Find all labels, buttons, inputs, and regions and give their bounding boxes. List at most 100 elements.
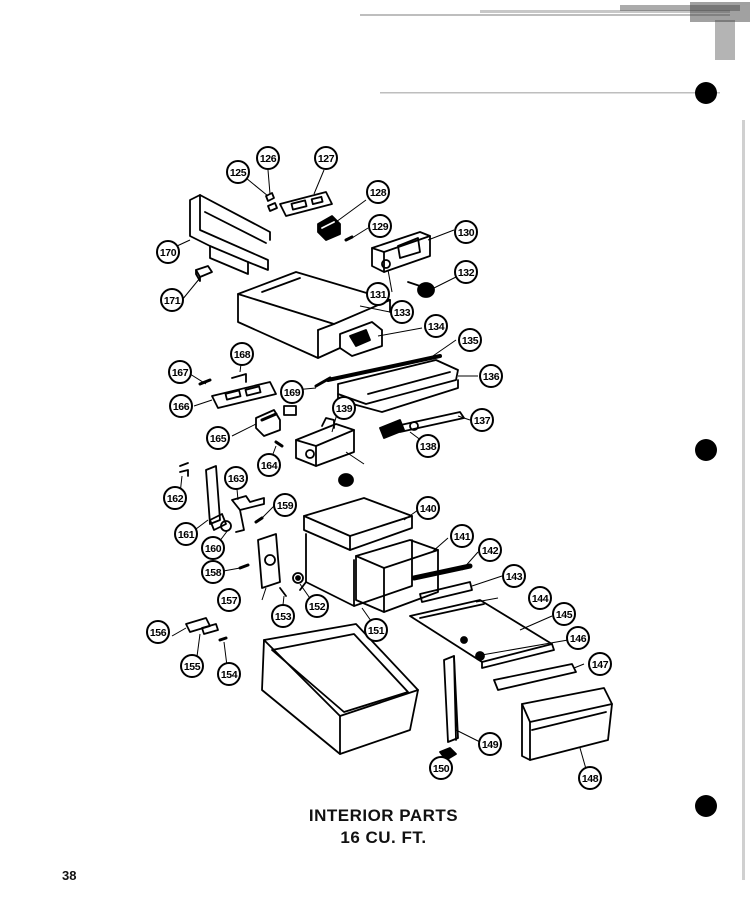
part-171-clip — [195, 265, 213, 282]
callout-171: 171 — [160, 288, 184, 312]
callout-circle — [224, 466, 248, 490]
callout-circle — [217, 662, 241, 686]
callout-141: 141 — [450, 524, 474, 548]
part-136-front-rail — [337, 359, 459, 413]
callout-circle — [528, 586, 552, 610]
callout-125: 125 — [226, 160, 250, 184]
callout-circle — [273, 493, 297, 517]
callout-number: 146 — [570, 633, 587, 645]
callout-169: 169 — [280, 380, 304, 404]
callout-number: 167 — [172, 367, 189, 379]
callout-circle — [424, 314, 448, 338]
callout-number: 143 — [506, 571, 523, 583]
callout-number: 137 — [474, 415, 491, 427]
callout-number: 132 — [458, 267, 475, 279]
callout-number: 158 — [205, 567, 222, 579]
callout-circle — [256, 146, 280, 170]
part-140-crisper-cover — [303, 497, 413, 551]
part-161-hinge-bracket — [179, 462, 232, 532]
callout-168: 168 — [230, 342, 254, 366]
callout-circle — [566, 626, 590, 650]
callout-circle — [314, 146, 338, 170]
callout-number: 154 — [221, 669, 238, 681]
callout-circle — [305, 594, 329, 618]
callout-130: 130 — [454, 220, 478, 244]
callout-131: 131 — [366, 282, 390, 306]
part-132-knob — [407, 281, 435, 298]
callout-circle — [502, 564, 526, 588]
callout-139: 139 — [332, 396, 356, 420]
callout-number: 151 — [368, 625, 385, 637]
callout-circle — [368, 214, 392, 238]
callout-134: 134 — [424, 314, 448, 338]
callout-number: 129 — [372, 221, 389, 233]
callout-number: 144 — [532, 593, 549, 605]
callout-145: 145 — [552, 602, 576, 626]
callout-circle — [180, 654, 204, 678]
callout-circle — [217, 588, 241, 612]
callout-166: 166 — [169, 394, 193, 418]
callout-number: 152 — [309, 601, 326, 613]
callout-136: 136 — [479, 364, 503, 388]
callout-number: 145 — [556, 609, 573, 621]
callout-127: 127 — [314, 146, 338, 170]
callout-number: 166 — [173, 401, 190, 413]
callout-circle — [478, 732, 502, 756]
callout-154: 154 — [217, 662, 241, 686]
callout-number: 139 — [336, 403, 353, 415]
callout-circle — [390, 300, 414, 324]
callout-167: 167 — [168, 360, 192, 384]
callout-number: 165 — [210, 433, 227, 445]
callout-circle — [454, 260, 478, 284]
callout-153: 153 — [271, 604, 295, 628]
part-157-bracket — [238, 533, 287, 597]
callout-circle — [201, 536, 225, 560]
part-147-shelf-trim — [493, 663, 577, 691]
callout-155: 155 — [180, 654, 204, 678]
part-152-roller — [292, 572, 304, 584]
part-170-shelf-bracket — [189, 194, 271, 275]
callout-number: 130 — [458, 227, 475, 239]
callout-number: 140 — [420, 503, 437, 515]
callout-circle — [257, 453, 281, 477]
part-139-lower-housing — [295, 417, 355, 487]
callout-circle — [479, 364, 503, 388]
callout-number: 162 — [167, 493, 184, 505]
part-128-control-knob — [317, 215, 341, 241]
callout-circle — [332, 396, 356, 420]
part-137-138-rod-assembly — [379, 411, 465, 439]
callout-circle — [168, 360, 192, 384]
callout-number: 135 — [462, 335, 479, 347]
callout-165: 165 — [206, 426, 230, 450]
callout-number: 169 — [284, 387, 301, 399]
callout-number: 153 — [275, 611, 292, 623]
part-148-drawer-front — [521, 687, 613, 761]
callout-126: 126 — [256, 146, 280, 170]
callout-circle — [174, 522, 198, 546]
part-142-143-trim — [411, 563, 473, 603]
callout-number: 131 — [370, 289, 387, 301]
callout-128: 128 — [366, 180, 390, 204]
part-155-156-clips — [185, 617, 228, 642]
callout-number: 160 — [205, 543, 222, 555]
part-163-hinge — [231, 495, 265, 533]
callout-number: 171 — [164, 295, 181, 307]
callout-circle — [416, 496, 440, 520]
callout-140: 140 — [416, 496, 440, 520]
callout-circle — [588, 652, 612, 676]
callout-135: 135 — [458, 328, 482, 352]
vegetable-pan — [261, 623, 419, 755]
callout-number: 156 — [150, 627, 167, 639]
callout-156: 156 — [146, 620, 170, 644]
callout-number: 125 — [230, 167, 247, 179]
callout-circle — [470, 408, 494, 432]
callout-circle — [160, 288, 184, 312]
page-number: 38 — [62, 868, 77, 883]
callout-170: 170 — [156, 240, 180, 264]
callout-circle — [429, 756, 453, 780]
callout-number: 134 — [428, 321, 445, 333]
callout-circle — [169, 394, 193, 418]
callout-number: 168 — [234, 349, 251, 361]
